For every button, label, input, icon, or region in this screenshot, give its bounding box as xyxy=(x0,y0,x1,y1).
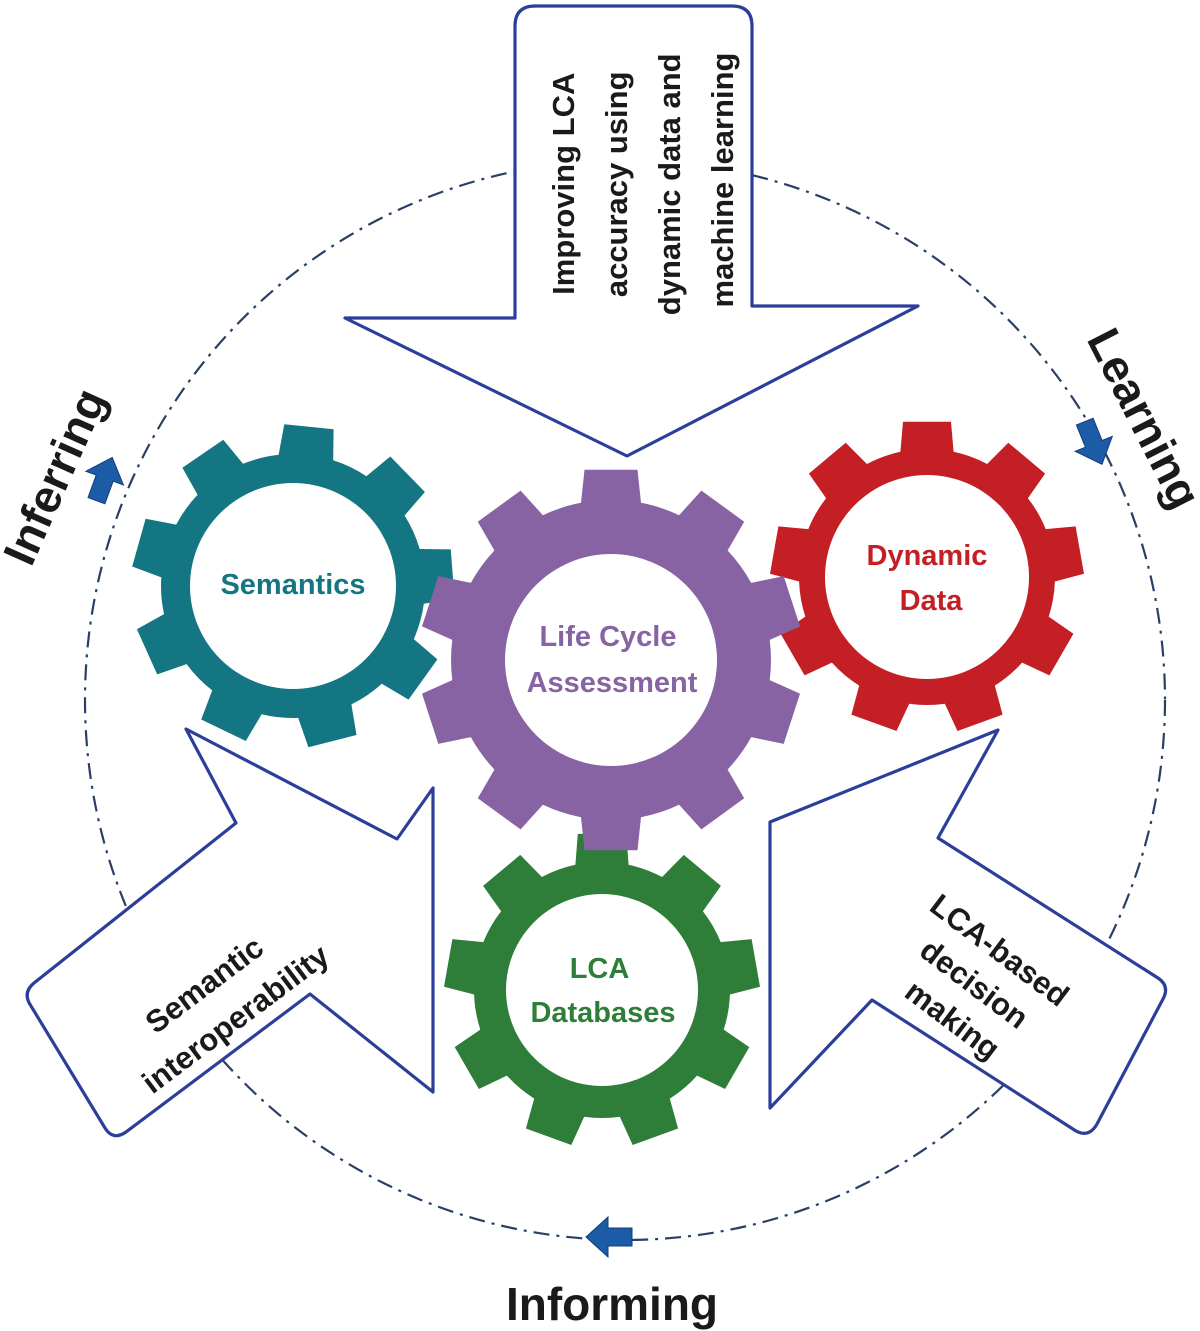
gear-lca-databases-hub xyxy=(506,894,698,1086)
inferring-arrow-icon xyxy=(84,456,125,505)
informing-arrow-icon xyxy=(585,1215,633,1259)
gear-label-dynamic-data: Dynamic Data xyxy=(867,540,996,617)
top-arrow-shape xyxy=(343,4,920,458)
cycle-label-learning: Learning xyxy=(1077,320,1200,517)
right-arrow-shape xyxy=(768,728,1168,1135)
gear-life-cycle-assessment-hub xyxy=(505,554,717,766)
gear-label-semantics: Semantics xyxy=(220,569,365,601)
learning-arrow-icon xyxy=(1073,417,1114,465)
gear-dynamic-data-hub xyxy=(825,475,1029,679)
gear-label-life-cycle-assessment: Life Cycle Assessment xyxy=(527,621,698,699)
top-arrow-label: Improving LCA accuracy using dynamic dat… xyxy=(546,45,740,315)
gear-semantics-hub xyxy=(190,483,396,689)
cycle-label-informing: Informing xyxy=(506,1278,718,1330)
left-arrow-shape xyxy=(25,727,435,1138)
gear-label-lca-databases: LCA Databases xyxy=(530,953,675,1029)
